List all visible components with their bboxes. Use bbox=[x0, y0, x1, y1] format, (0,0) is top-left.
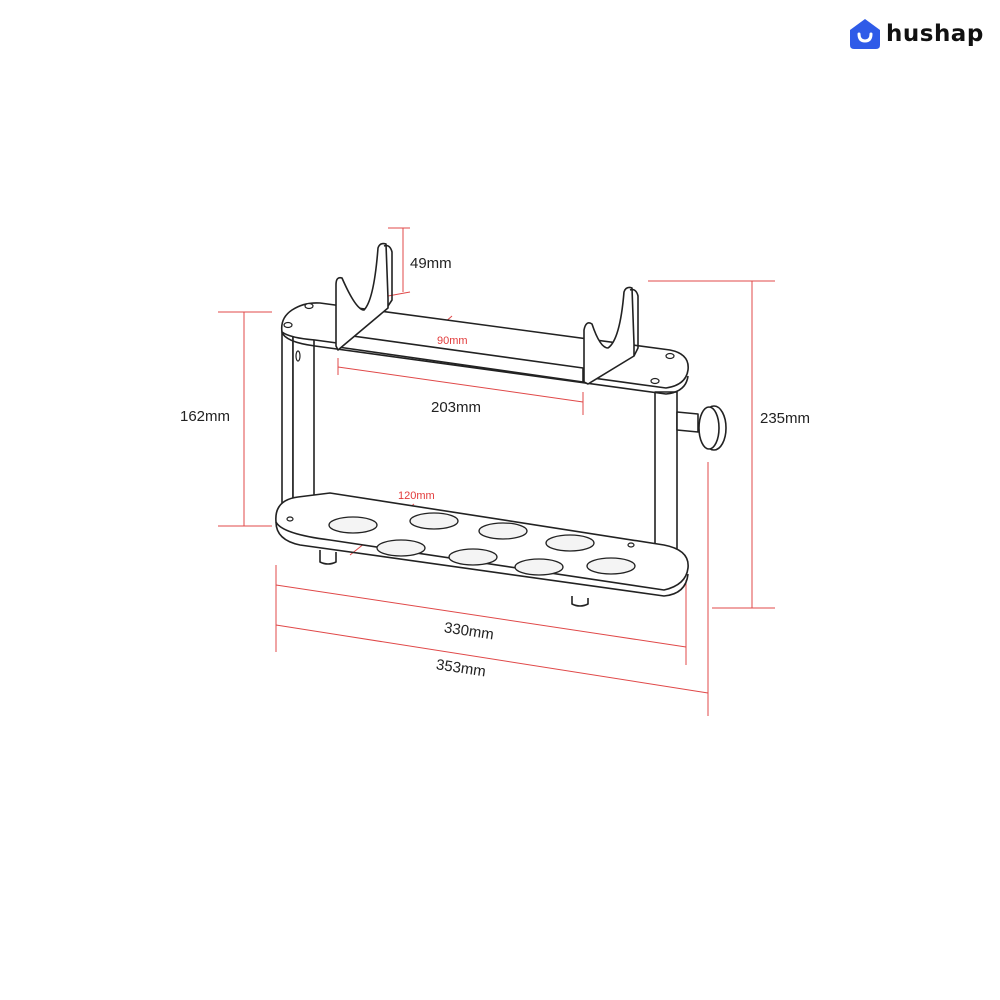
cup-hole bbox=[586, 557, 636, 575]
label-hole-spacing: 120mm bbox=[398, 490, 435, 502]
label-total-height: 235mm bbox=[760, 410, 810, 427]
cup-hole bbox=[514, 558, 564, 576]
stand-outline bbox=[275, 242, 727, 607]
dimension-lines bbox=[218, 227, 775, 716]
label-prong-width: 90mm bbox=[437, 335, 468, 347]
cup-hole bbox=[409, 512, 459, 530]
label-top-span: 203mm bbox=[431, 399, 481, 416]
cup-hole bbox=[376, 539, 426, 557]
house-icon bbox=[850, 19, 880, 49]
brand-name: hushap bbox=[886, 21, 984, 47]
label-base-length: 330mm bbox=[443, 619, 495, 643]
screw-holes bbox=[283, 302, 675, 548]
brand-logo: hushap bbox=[848, 14, 984, 54]
cup-hole bbox=[545, 534, 595, 552]
label-prong-height: 49mm bbox=[410, 255, 452, 272]
cup-hole bbox=[328, 516, 378, 534]
cup-hole bbox=[478, 522, 528, 540]
cup-hole bbox=[448, 548, 498, 566]
cup-holes bbox=[328, 512, 636, 576]
label-total-length: 353mm bbox=[435, 656, 487, 680]
label-inner-height: 162mm bbox=[180, 408, 230, 425]
